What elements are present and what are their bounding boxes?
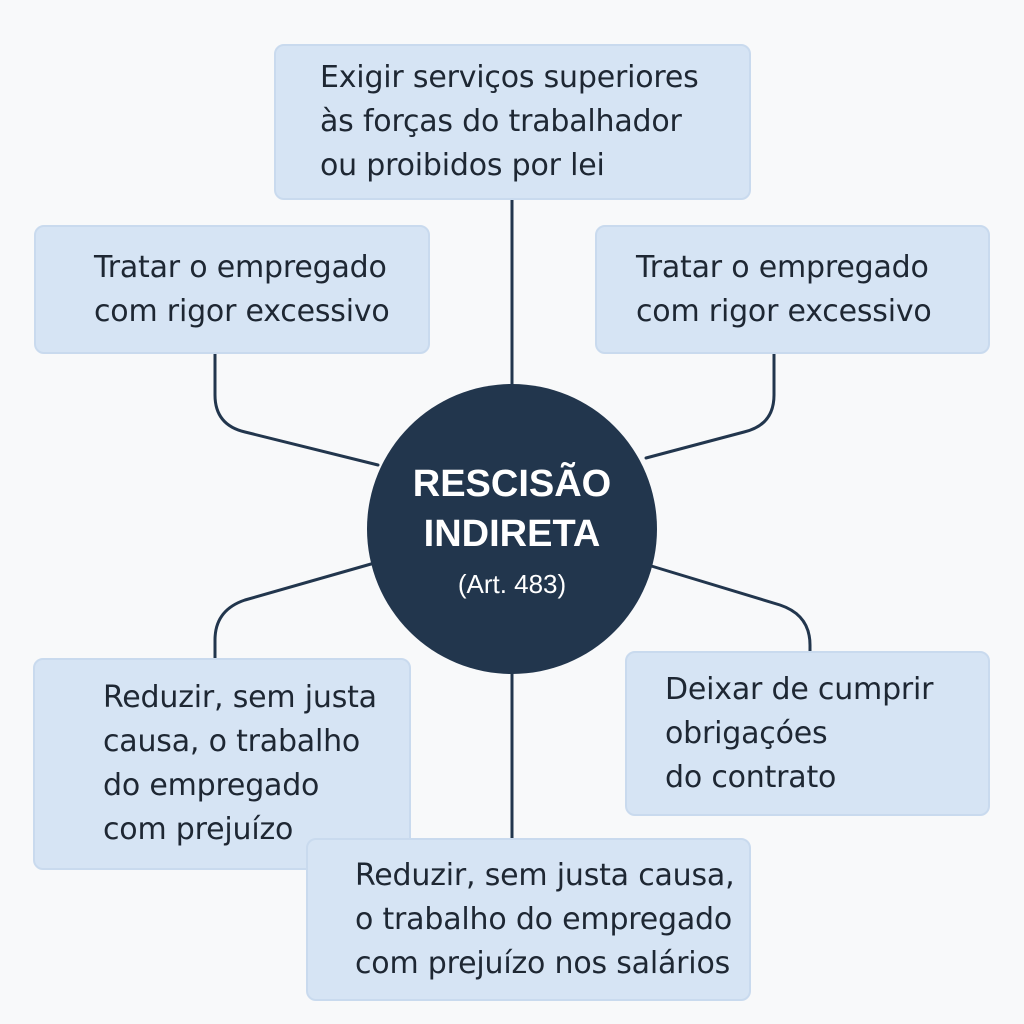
box-upper-left: Tratar o empregado com rigor excessivo xyxy=(34,225,430,354)
box-lower-right: Deixar de cumprir obrigaçóes do contrato xyxy=(625,651,990,816)
connector-lower-right xyxy=(646,563,812,653)
connector-upper-left xyxy=(213,352,380,467)
box-bottom: Reduzir, sem justa causa, o trabalho do … xyxy=(306,838,751,1001)
box-top: Exigir serviços superiores às forças do … xyxy=(274,44,751,200)
box-lower-right-text: Deixar de cumprir obrigaçóes do contrato xyxy=(665,671,934,795)
box-top-text: Exigir serviços superiores às forças do … xyxy=(320,60,699,183)
connector-lower-left xyxy=(213,560,380,660)
box-upper-left-text: Tratar o empregado com rigor excessivo xyxy=(94,249,390,329)
box-upper-right: Tratar o empregado com rigor excessivo xyxy=(595,225,990,354)
box-lower-left: Reduzir, sem justa causa, o trabalho do … xyxy=(33,658,411,870)
connector-upper-right xyxy=(644,352,776,460)
box-bottom-text: Reduzir, sem justa causa, o trabalho do … xyxy=(355,857,735,981)
box-lower-left-text: Reduzir, sem justa causa, o trabalho do … xyxy=(103,680,377,847)
center-subtitle: (Art. 483) xyxy=(457,568,567,599)
box-upper-right-text: Tratar o empregado com rigor excessivo xyxy=(636,249,932,329)
center-title: RESCISÃO INDIRETA xyxy=(412,462,612,555)
center-circle: RESCISÃO INDIRETA (Art. 483) xyxy=(367,384,657,674)
